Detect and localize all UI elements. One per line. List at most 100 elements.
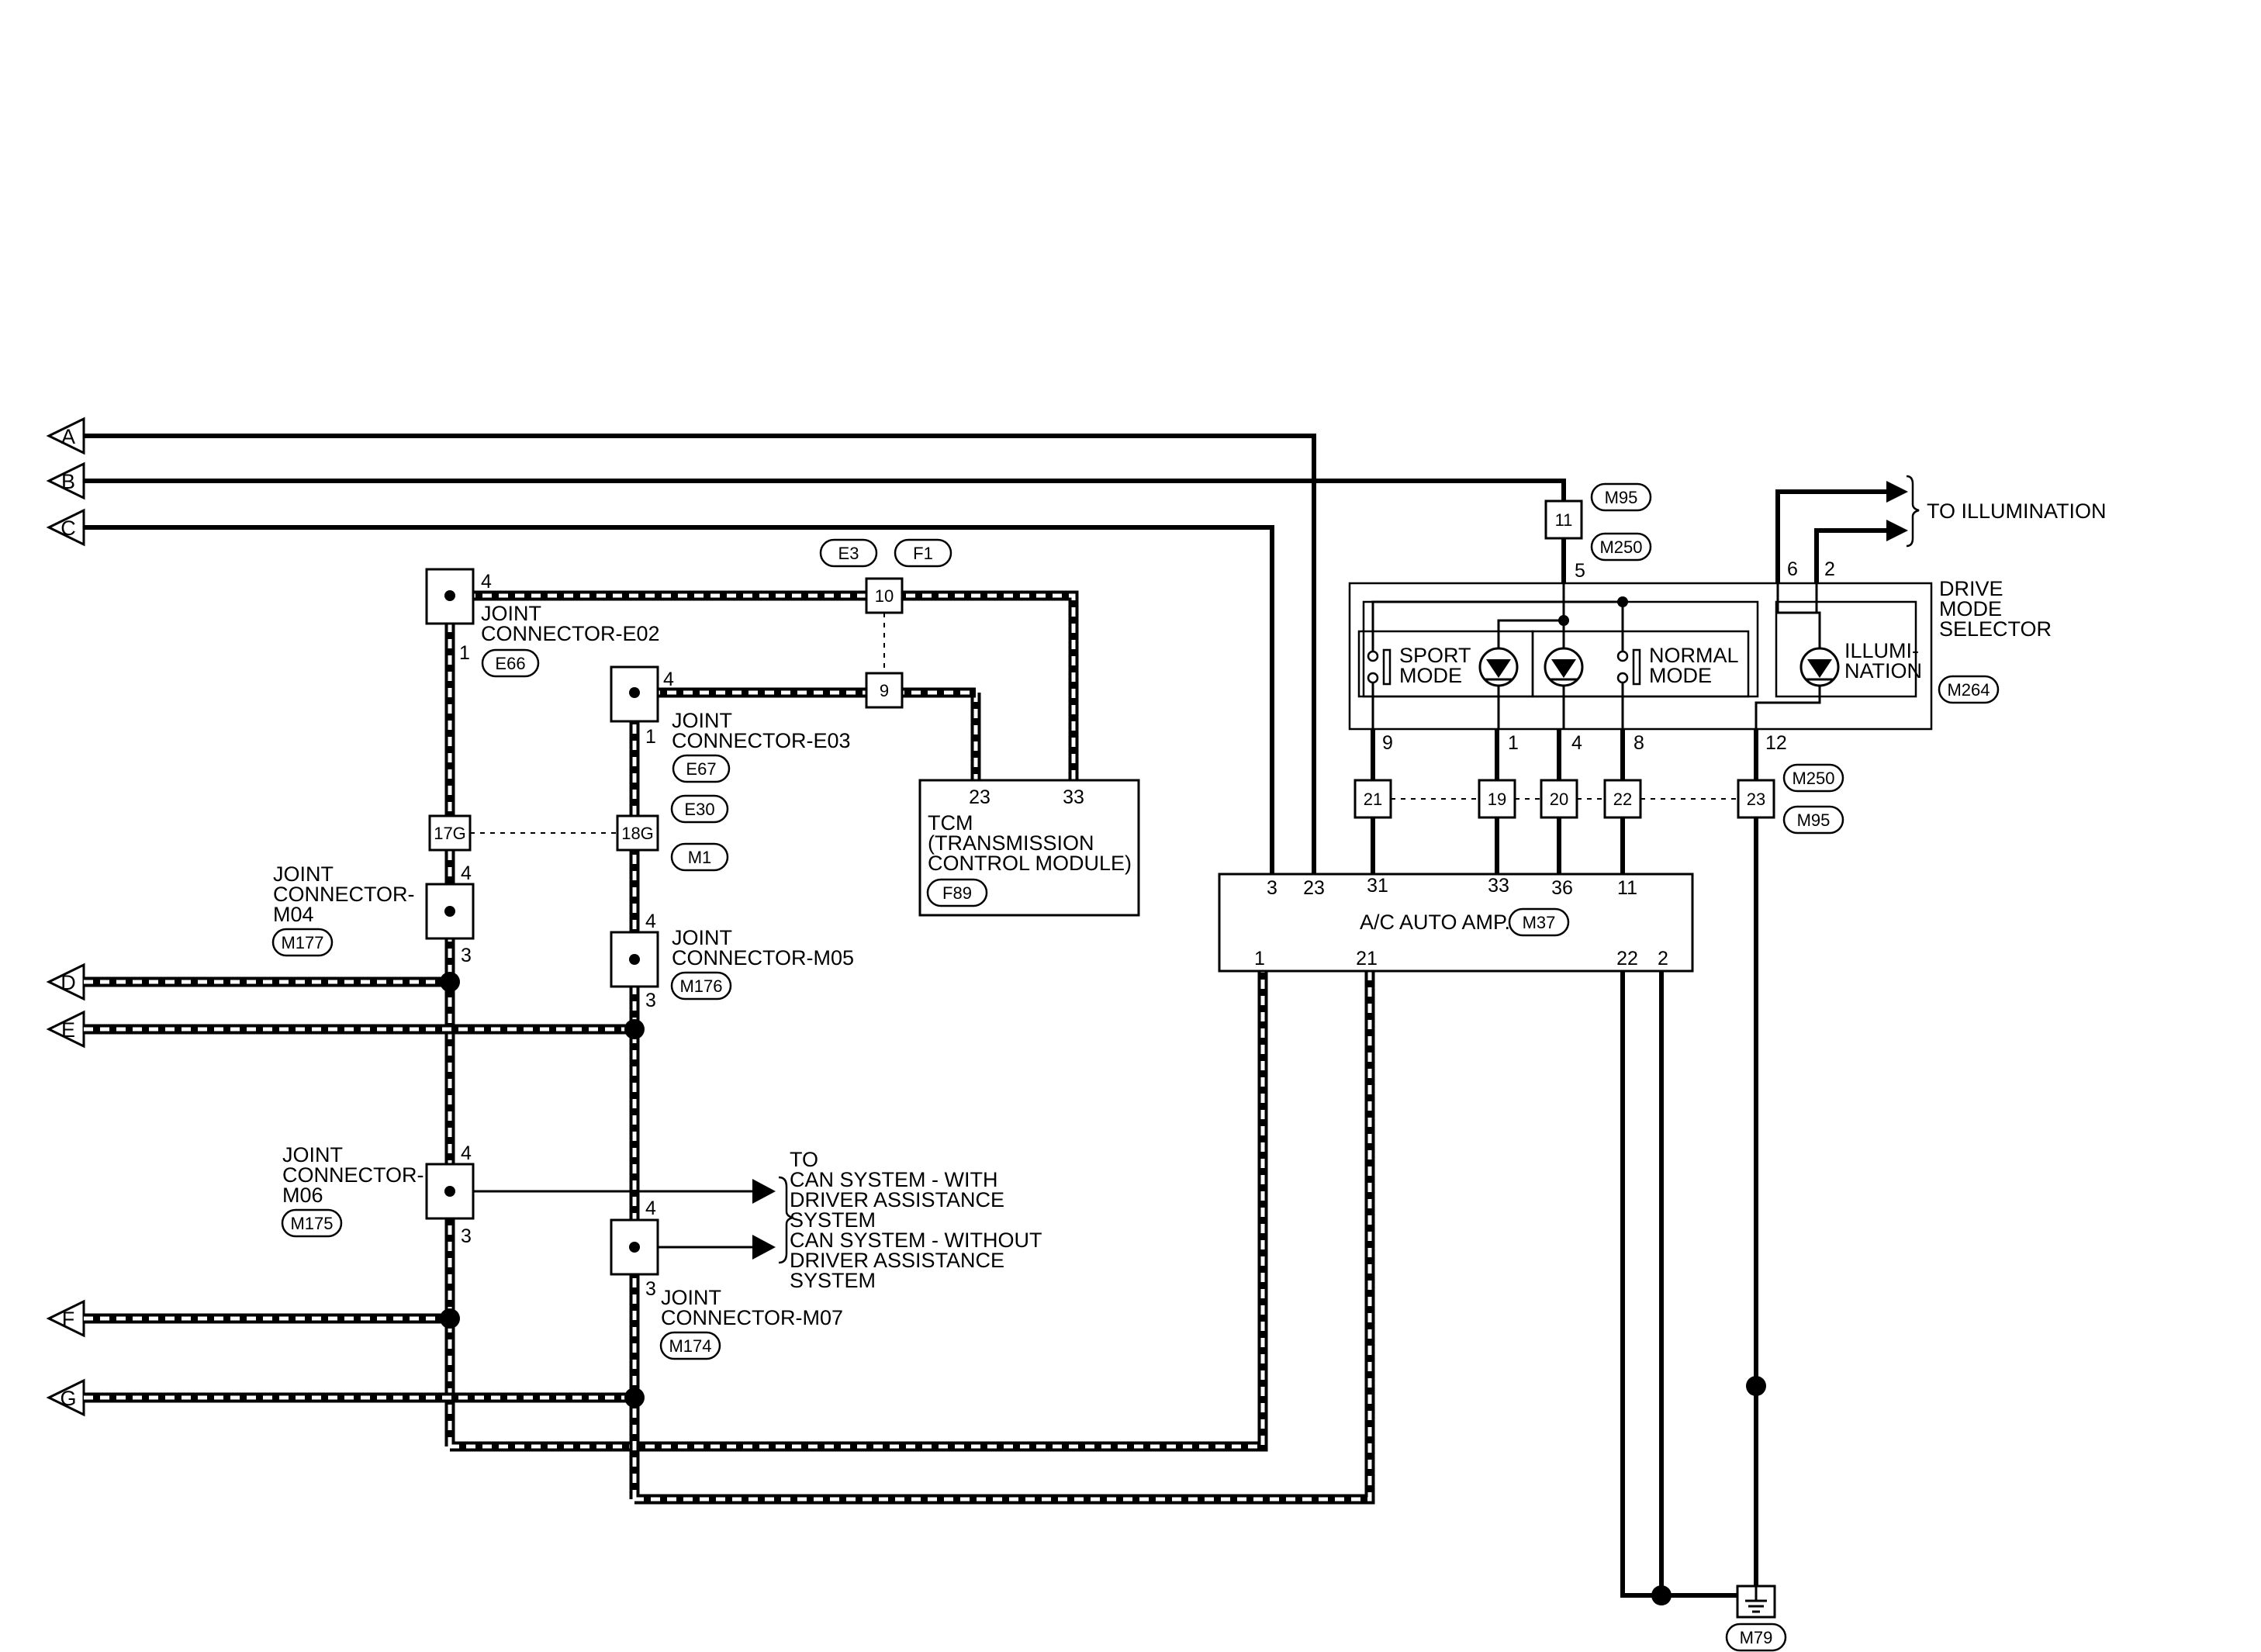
- ac-auto-amp[interactable]: 3 23 31 33 36 11 A/C AUTO AMP. M37 1 21 …: [1218, 873, 1694, 973]
- can-system-label: TO CAN SYSTEM - WITH DRIVER ASSISTANCE S…: [778, 1148, 1042, 1292]
- svg-text:E30: E30: [684, 800, 714, 819]
- harness-connector-e30-m1[interactable]: 17G 18G E30 M1: [428, 794, 729, 872]
- sport-led-icon: [1478, 647, 1519, 687]
- svg-text:E66: E66: [495, 654, 525, 673]
- svg-text:DRIVE: DRIVE: [1939, 577, 2003, 600]
- illumination-led-icon: [1799, 647, 1840, 687]
- svg-text:23: 23: [1303, 877, 1325, 899]
- svg-text:G: G: [60, 1387, 76, 1410]
- sport-mode-switch-icon: [1367, 648, 1392, 686]
- svg-text:E3: E3: [838, 544, 859, 563]
- svg-text:1: 1: [1254, 948, 1265, 969]
- normal-led-icon: [1544, 647, 1584, 687]
- svg-text:ILLUMI-: ILLUMI-: [1844, 639, 1919, 662]
- svg-text:JOINT: JOINT: [273, 862, 334, 886]
- svg-text:M1: M1: [688, 848, 712, 867]
- joint-connector-m07[interactable]: 4 3 JOINT CONNECTOR-M07 M174: [610, 1198, 843, 1360]
- joint-connector-m04[interactable]: 4 3 JOINT CONNECTOR- M04 M177: [271, 862, 475, 966]
- svg-text:SELECTOR: SELECTOR: [1939, 617, 2052, 641]
- connector-d[interactable]: D: [46, 963, 85, 1001]
- tcm-module[interactable]: 23 33 TCM (TRANSMISSION CONTROL MODULE) …: [918, 779, 1140, 917]
- svg-text:11: 11: [1555, 510, 1573, 530]
- svg-text:F1: F1: [913, 544, 933, 563]
- svg-text:CONTROL MODULE): CONTROL MODULE): [928, 852, 1132, 875]
- svg-text:3: 3: [645, 990, 656, 1011]
- svg-text:CONNECTOR-: CONNECTOR-: [282, 1163, 424, 1187]
- svg-text:17G: 17G: [434, 824, 466, 843]
- svg-text:21: 21: [1364, 790, 1382, 809]
- svg-text:3: 3: [461, 1225, 472, 1247]
- svg-text:36: 36: [1551, 877, 1573, 899]
- svg-text:M177: M177: [281, 933, 323, 952]
- svg-text:M264: M264: [1947, 680, 1990, 700]
- harness-connector-e3-f1[interactable]: E3 F1 10 9: [819, 538, 952, 709]
- drive-mode-selector[interactable]: SPORT MODE NORMAL MODE ILLUMI- NATION: [1348, 558, 2052, 754]
- svg-text:4: 4: [461, 862, 472, 884]
- ground-m79[interactable]: M79: [1725, 1585, 1787, 1652]
- svg-text:4: 4: [461, 1142, 472, 1164]
- svg-text:1: 1: [645, 726, 656, 748]
- svg-text:M95: M95: [1605, 488, 1638, 507]
- joint-connector-m05[interactable]: 4 3 JOINT CONNECTOR-M05 M176: [610, 911, 854, 1011]
- svg-text:TO ILLUMINATION: TO ILLUMINATION: [1927, 499, 2107, 523]
- svg-text:5: 5: [1575, 560, 1585, 582]
- svg-text:CONNECTOR-M05: CONNECTOR-M05: [672, 946, 854, 969]
- harness-connector-m95-m250[interactable]: 11 M95 M250 5 21 19 20 22 23 M250 M95: [1353, 482, 1844, 835]
- svg-text:E67: E67: [686, 759, 716, 779]
- svg-text:18G: 18G: [621, 824, 654, 843]
- svg-text:CAN SYSTEM - WITH: CAN SYSTEM - WITH: [790, 1168, 998, 1191]
- svg-text:11: 11: [1617, 877, 1637, 899]
- svg-text:6: 6: [1787, 558, 1798, 580]
- connector-symbols: A B C D E F G: [46, 416, 85, 1417]
- svg-text:JOINT: JOINT: [481, 602, 541, 625]
- svg-text:M176: M176: [679, 976, 722, 996]
- svg-text:20: 20: [1550, 790, 1568, 809]
- joint-connector-e03[interactable]: 4 1 JOINT CONNECTOR-E03 E67: [610, 665, 851, 783]
- svg-text:2: 2: [1658, 948, 1668, 969]
- svg-text:M250: M250: [1599, 537, 1642, 557]
- svg-text:A/C AUTO AMP.: A/C AUTO AMP.: [1360, 911, 1510, 934]
- svg-text:MODE: MODE: [1399, 664, 1462, 687]
- svg-text:3: 3: [645, 1278, 656, 1300]
- svg-text:NATION: NATION: [1844, 659, 1922, 683]
- svg-text:A: A: [61, 425, 75, 448]
- svg-text:CONNECTOR-: CONNECTOR-: [273, 883, 415, 906]
- svg-text:TCM: TCM: [928, 811, 973, 835]
- svg-text:TO: TO: [790, 1148, 818, 1171]
- svg-text:F89: F89: [942, 883, 972, 903]
- splice-points: [440, 972, 1766, 1605]
- svg-text:M95: M95: [1797, 810, 1831, 830]
- connector-b[interactable]: B: [46, 461, 85, 500]
- svg-text:(TRANSMISSION: (TRANSMISSION: [928, 831, 1094, 855]
- svg-text:M174: M174: [669, 1336, 711, 1356]
- joint-connector-e02[interactable]: 4 1 JOINT CONNECTOR-E02 E66: [425, 568, 660, 678]
- connector-f[interactable]: F: [46, 1299, 85, 1338]
- svg-text:MODE: MODE: [1939, 597, 2002, 620]
- svg-text:C: C: [61, 517, 76, 540]
- svg-text:9: 9: [880, 681, 889, 700]
- svg-text:23: 23: [1747, 790, 1765, 809]
- connector-c[interactable]: C: [46, 508, 85, 547]
- connector-e[interactable]: E: [46, 1010, 85, 1049]
- selector-internal-wiring: [1371, 583, 1821, 729]
- svg-text:DRIVER ASSISTANCE: DRIVER ASSISTANCE: [790, 1249, 1004, 1272]
- svg-text:CONNECTOR-M07: CONNECTOR-M07: [661, 1306, 843, 1329]
- connector-a[interactable]: A: [46, 416, 85, 455]
- svg-text:23: 23: [969, 786, 990, 808]
- svg-text:SYSTEM: SYSTEM: [790, 1269, 876, 1292]
- connector-g[interactable]: G: [46, 1378, 85, 1417]
- svg-text:M79: M79: [1740, 1628, 1773, 1647]
- joint-connector-m06[interactable]: 4 3 JOINT CONNECTOR- M06 M175: [281, 1142, 475, 1247]
- svg-text:19: 19: [1488, 790, 1506, 809]
- svg-text:10: 10: [875, 586, 894, 606]
- svg-text:33: 33: [1063, 786, 1084, 808]
- svg-text:D: D: [61, 971, 76, 994]
- svg-text:JOINT: JOINT: [672, 926, 732, 949]
- svg-text:CONNECTOR-E02: CONNECTOR-E02: [481, 622, 660, 645]
- svg-text:4: 4: [481, 571, 492, 593]
- normal-mode-switch-icon: [1616, 648, 1641, 686]
- harness-links: [470, 613, 1738, 834]
- svg-text:2: 2: [1824, 558, 1835, 580]
- svg-text:12: 12: [1765, 732, 1787, 754]
- svg-text:SYSTEM: SYSTEM: [790, 1208, 876, 1232]
